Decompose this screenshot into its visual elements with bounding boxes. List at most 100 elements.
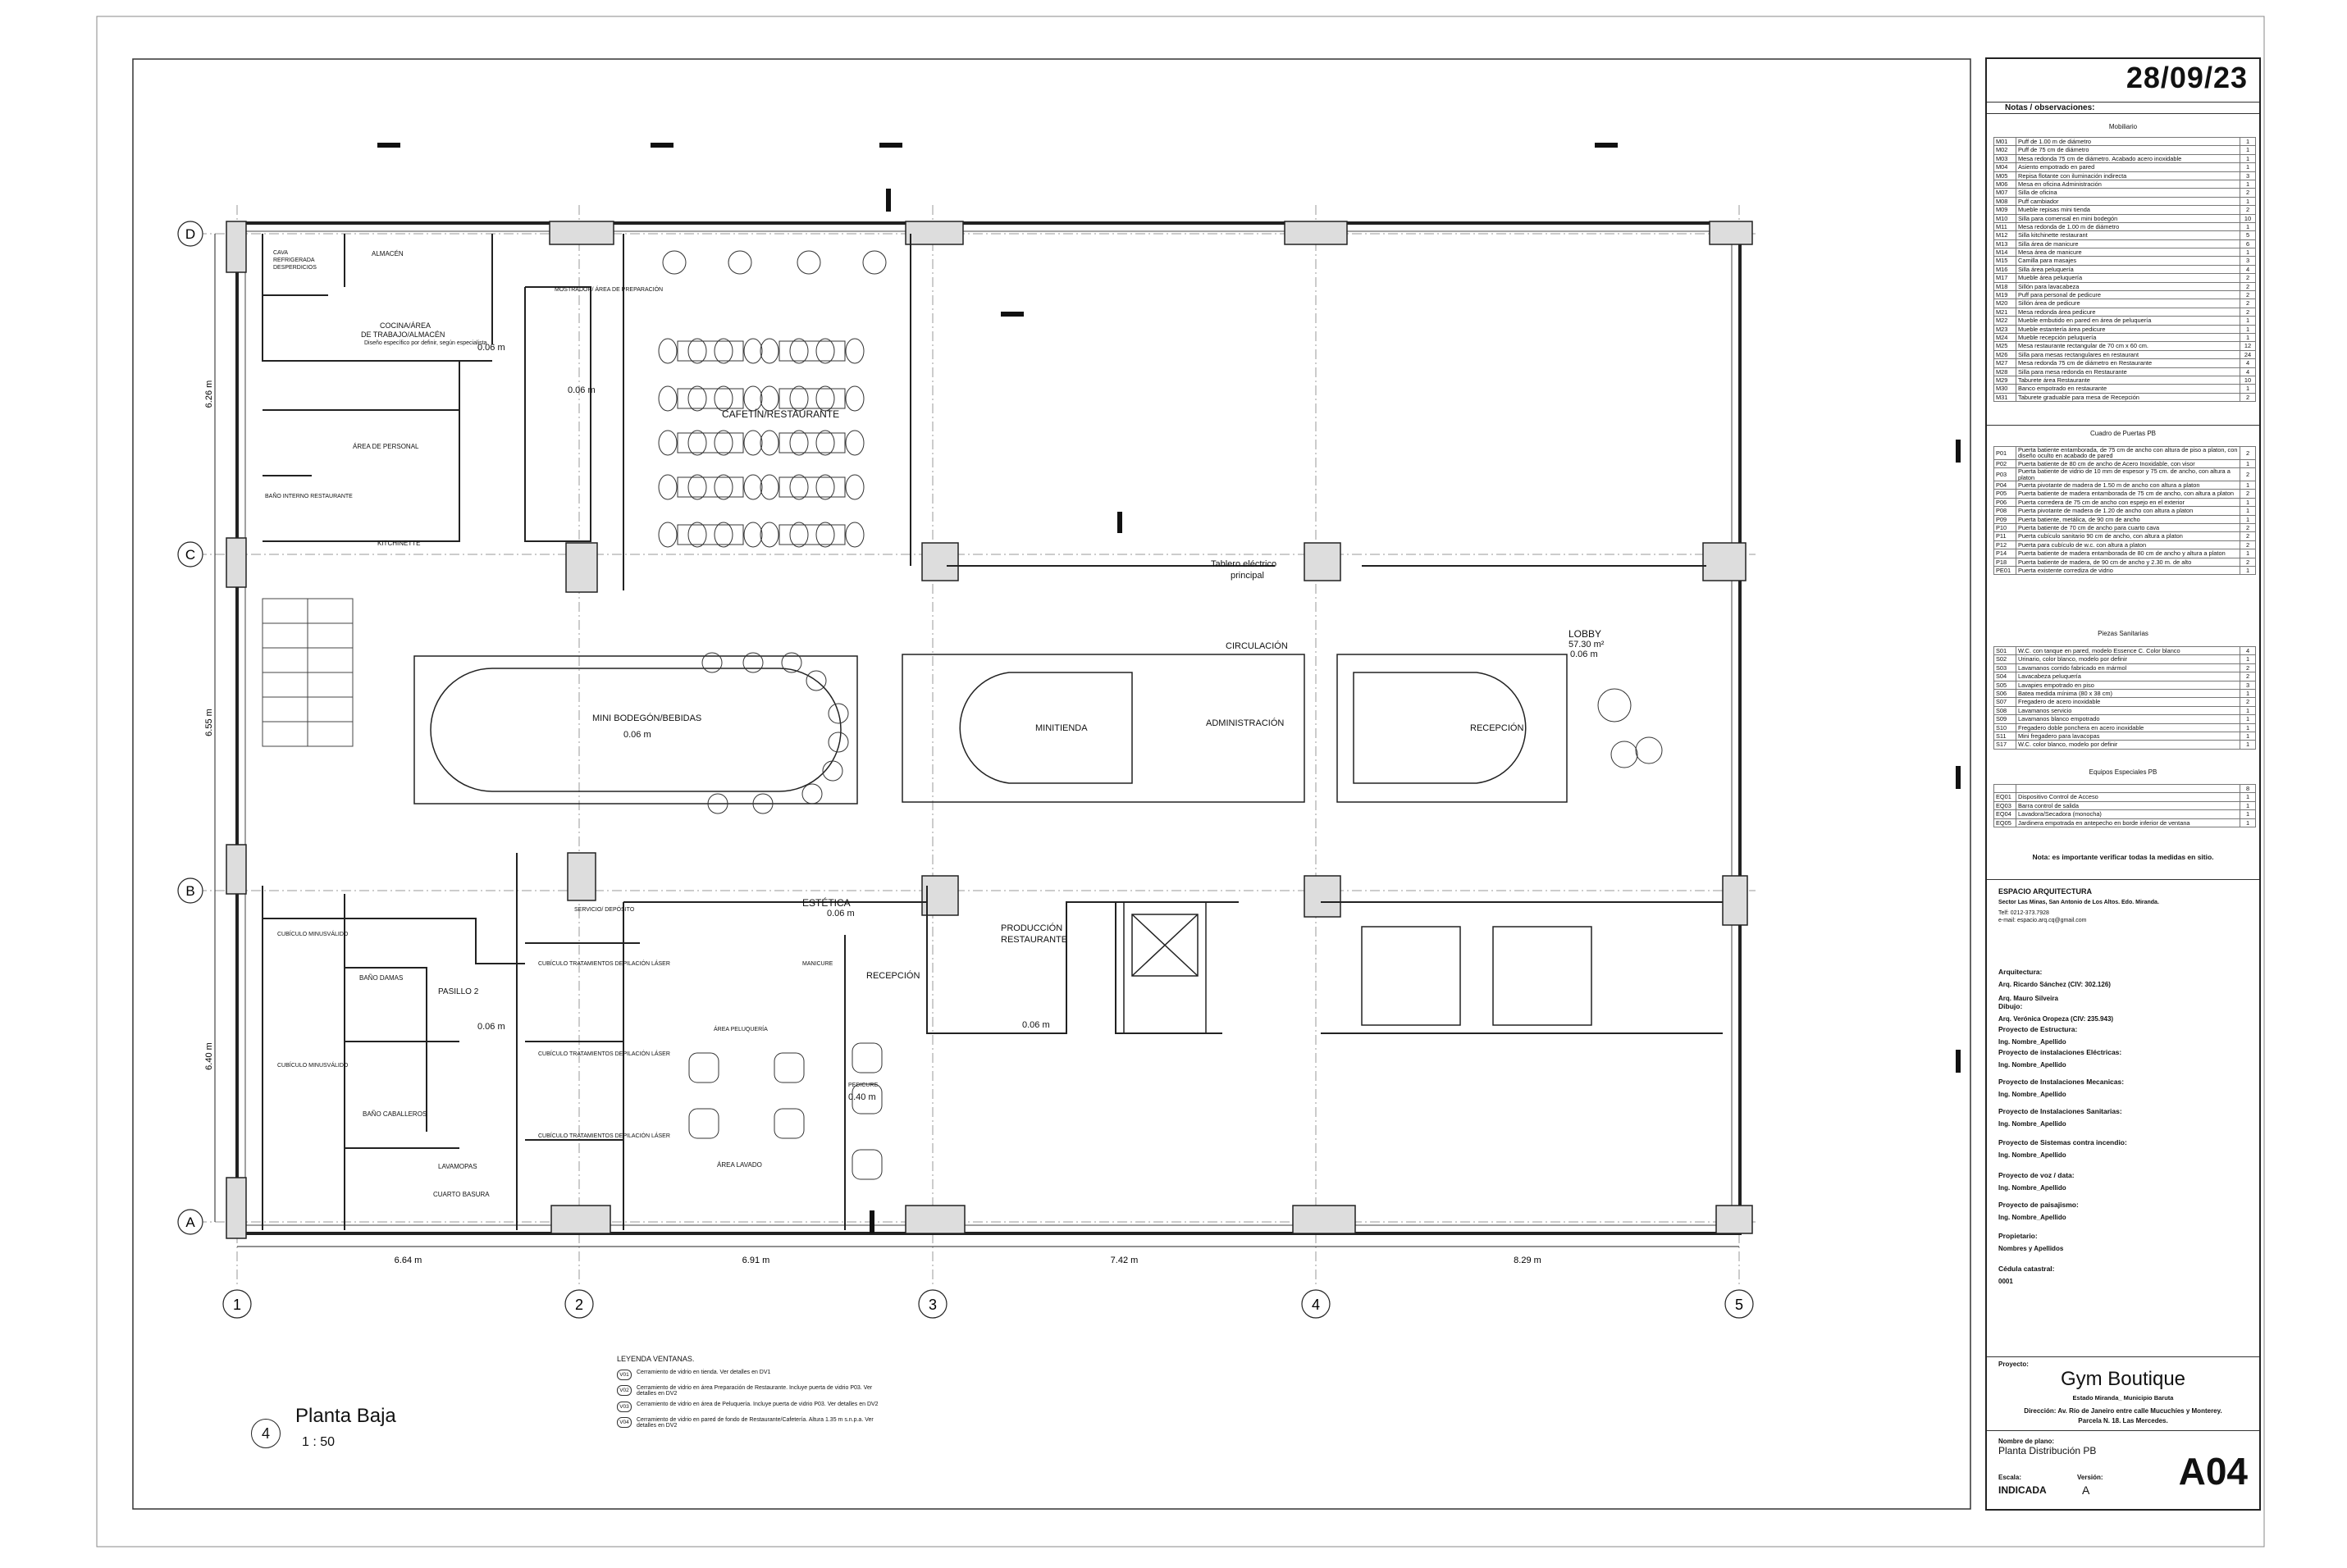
doors-qty: 1 xyxy=(2240,480,2256,490)
floor-level: 0.06 m xyxy=(1022,1020,1050,1030)
floor-level: 0.06 m xyxy=(477,343,505,353)
doors-code: P01 xyxy=(1993,446,2016,460)
equipment-desc: Dispositivo Control de Acceso xyxy=(2016,792,2240,802)
doors-desc: Puerta pivotante de madera de 1.50 m de … xyxy=(2016,480,2240,490)
equipment-qty: 1 xyxy=(2240,792,2256,802)
credit-entry: Proyecto de paisajismo:Ing. Nombre_Apell… xyxy=(1998,1201,2253,1222)
furniture-qty: 4 xyxy=(2240,264,2256,275)
equipment-code: EQ04 xyxy=(1993,809,2016,819)
section-markers xyxy=(377,143,1961,1233)
chair-mark xyxy=(687,338,707,364)
furniture-code: M02 xyxy=(1993,145,2016,155)
credit-value: Nombres y Apellidos xyxy=(1998,1245,2064,1252)
equipment-code: EQ05 xyxy=(1993,818,2016,827)
room-label-bano_cab: BAÑO CABALLEROS xyxy=(363,1110,427,1118)
furniture-code: M11 xyxy=(1993,221,2016,232)
furniture-code: M12 xyxy=(1993,230,2016,240)
doors-desc: Puerta batiente, metálica, de 90 cm de a… xyxy=(2016,514,2240,524)
equipment-desc: Lavadora/Secadora (monocha) xyxy=(2016,809,2240,819)
legend-title: LEYENDA VENTANAS. xyxy=(617,1355,695,1363)
furniture-qty: 2 xyxy=(2240,299,2256,308)
furniture-code: M15 xyxy=(1993,256,2016,266)
room-label-cub2: CUBÍCULO MINUSVÁLIDO xyxy=(277,1063,349,1069)
furniture-code: M19 xyxy=(1993,290,2016,300)
furniture-code: M03 xyxy=(1993,153,2016,164)
grid-col-label: 3 xyxy=(929,1297,937,1313)
equipment-code: EQ01 xyxy=(1993,792,2016,802)
furniture-desc: Repisa flotante con iluminación indirect… xyxy=(2016,171,2240,180)
credit-value: Ing. Nombre_Apellido xyxy=(1998,1091,2066,1098)
furniture-qty: 1 xyxy=(2240,332,2256,343)
credit-value: Ing. Nombre_Apellido xyxy=(1998,1214,2066,1221)
floor-level: 0.06 m xyxy=(568,385,596,395)
room-label-bano_damas: BAÑO DAMAS xyxy=(359,974,404,982)
equipment-desc: Jardinera empotrada en antepecho en bord… xyxy=(2016,818,2240,827)
chair-mark xyxy=(760,338,779,364)
separator xyxy=(1987,1356,2259,1357)
sanitary-code: S06 xyxy=(1993,688,2016,699)
furniture-qty: 1 xyxy=(2240,136,2256,147)
outer-sheet-border xyxy=(96,16,2265,1547)
chair-mark xyxy=(760,474,779,500)
chair-mark xyxy=(845,474,865,500)
legend-text: Cerramiento de vidrio en tienda. Ver det… xyxy=(637,1370,771,1375)
separator xyxy=(1987,113,2259,114)
credit-entry: Proyecto de instalaciones Eléctricas:Ing… xyxy=(1998,1048,2253,1069)
floor-level: 0.06 m xyxy=(1570,650,1598,659)
furniture-desc: Silla área peluquería xyxy=(2016,264,2240,275)
furniture-qty: 10 xyxy=(2240,213,2256,223)
sanitary-code: S02 xyxy=(1993,654,2016,664)
room-label-tablero2: principal xyxy=(1231,571,1264,581)
axis-lines xyxy=(197,205,1756,1288)
sanitary-desc: Lavamanos servicio xyxy=(2016,705,2240,716)
sanitary-code: S10 xyxy=(1993,722,2016,732)
doors-qty: 2 xyxy=(2240,557,2256,567)
column-dimension: 6.91 m xyxy=(742,1256,770,1265)
credit-label: Proyecto de Estructura: xyxy=(1998,1025,2078,1033)
room-label-t1: CUBÍCULO TRATAMIENTOS DEPILACIÓN LÁSER xyxy=(538,961,670,967)
chair-mark xyxy=(658,474,678,500)
credit-entry: Proyecto de Instalaciones Sanitarias:Ing… xyxy=(1998,1107,2253,1128)
doors-desc: Puerta para cubículo de w.c. con altura … xyxy=(2016,540,2240,550)
sanitary-code: S03 xyxy=(1993,663,2016,673)
doors-desc: Puerta corredera de 75 cm de ancho con e… xyxy=(2016,497,2240,508)
room-label-pedicure: PEDICURE xyxy=(848,1083,879,1088)
furniture-desc: Silla para mesa redonda en Restaurante xyxy=(2016,367,2240,376)
credit-entry: Arquitectura:Arq. Ricardo Sánchez (CIV: … xyxy=(1998,968,2253,1003)
furniture-desc: Mueble estantería área pedicure xyxy=(2016,324,2240,335)
chair-mark xyxy=(687,385,707,412)
credit-label: Proyecto de voz / data: xyxy=(1998,1171,2075,1179)
sanitary-table-title: Piezas Sanitarias xyxy=(2098,630,2148,637)
chair-mark xyxy=(815,430,835,456)
project-parcel: Parcela N. 18. Las Mercedes. xyxy=(2078,1417,2168,1424)
doors-desc: Puerta batiente de 80 cm de ancho de Ace… xyxy=(2016,458,2240,469)
furniture-desc: Silla área de manicure xyxy=(2016,239,2240,249)
chair-mark xyxy=(845,522,865,548)
furniture-code: M07 xyxy=(1993,188,2016,198)
doors-desc: Puerta cubículo sanitario 90 cm de ancho… xyxy=(2016,531,2240,541)
stool-mark xyxy=(752,793,774,814)
round-table-mark xyxy=(797,250,821,275)
doors-qty: 1 xyxy=(2240,549,2256,558)
credit-label: Propietario: xyxy=(1998,1232,2038,1240)
